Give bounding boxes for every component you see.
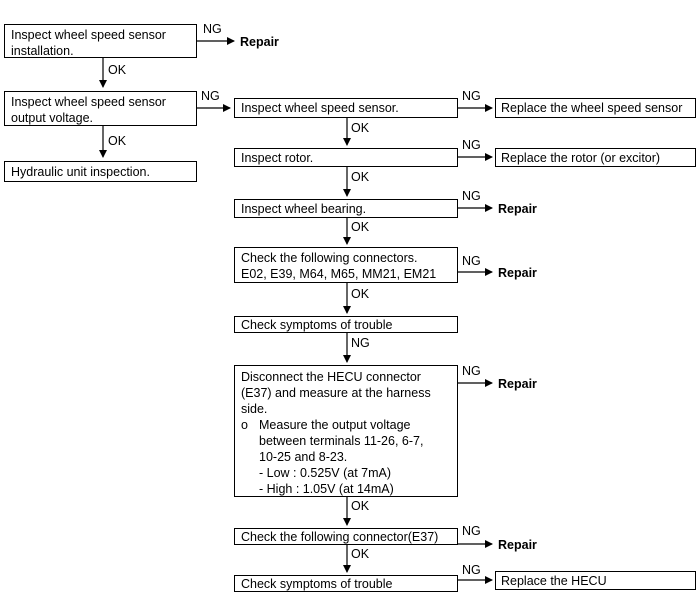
step-text: between terminals 11-26, 6-7,: [259, 434, 424, 448]
step-inspect-sensor-output-voltage: Inspect wheel speed sensor output voltag…: [4, 91, 197, 126]
ok-label: OK: [351, 499, 370, 513]
result-replace-rotor: Replace the rotor (or excitor): [495, 148, 696, 167]
step-text: E02, E39, M64, M65, MM21, EM21: [241, 267, 437, 281]
step-check-connector-e37: Check the following connector(E37): [234, 528, 458, 545]
step-text: Disconnect the HECU connector: [241, 370, 421, 384]
step-text: Check symptoms of trouble: [241, 317, 393, 332]
ng-label: NG: [462, 563, 481, 577]
result-repair: Repair: [498, 202, 537, 216]
ok-label: OK: [351, 121, 370, 135]
result-replace-hecu: Replace the HECU: [495, 571, 696, 590]
step-text: Inspect wheel bearing.: [241, 201, 367, 216]
step-text: Inspect wheel speed sensor.: [241, 101, 399, 115]
ok-label: OK: [351, 547, 370, 561]
step-text: Inspect wheel speed sensor: [11, 95, 166, 109]
step-text: Hydraulic unit inspection.: [11, 164, 150, 179]
ng-label: NG: [201, 89, 220, 103]
result-repair: Repair: [498, 538, 537, 552]
result-text: Replace the wheel speed sensor: [501, 101, 683, 115]
result-text: Replace the HECU: [501, 573, 607, 588]
ok-label: OK: [351, 170, 370, 184]
ng-label: NG: [462, 89, 481, 103]
step-inspect-sensor-installation: Inspect wheel speed sensor installation.: [4, 24, 197, 58]
step-text: - Low : 0.525V (at 7mA): [259, 466, 392, 480]
step-text: - High : 1.05V (at 14mA): [259, 482, 394, 496]
ng-label: NG: [351, 336, 370, 350]
step-text: Inspect rotor.: [241, 150, 314, 165]
step-inspect-rotor: Inspect rotor.: [234, 148, 458, 167]
step-text: Check symptoms of trouble: [241, 576, 393, 591]
bullet-mark: o: [241, 418, 248, 432]
ok-label: OK: [108, 134, 127, 148]
ng-label: NG: [203, 22, 222, 36]
ng-label: NG: [462, 189, 481, 203]
step-text: output voltage.: [11, 111, 94, 125]
ok-label: OK: [351, 220, 370, 234]
result-text: Replace the rotor (or excitor): [501, 150, 661, 165]
step-inspect-wheel-bearing: Inspect wheel bearing.: [234, 199, 458, 218]
step-text: 10-25 and 8-23.: [259, 450, 348, 464]
step-hydraulic-unit-inspection: Hydraulic unit inspection.: [4, 161, 197, 182]
step-bullet: o Measure the output voltage: [241, 417, 451, 433]
ng-label: NG: [462, 524, 481, 538]
step-text: Measure the output voltage: [259, 418, 411, 432]
step-text: Check the following connectors.: [241, 251, 418, 265]
step-check-symptoms-1: Check symptoms of trouble: [234, 316, 458, 333]
step-check-connectors: Check the following connectors. E02, E39…: [234, 247, 458, 283]
step-text: Inspect wheel speed sensor: [11, 28, 166, 42]
result-repair: Repair: [498, 377, 537, 391]
step-text: Check the following connector(E37): [241, 529, 439, 544]
ok-label: OK: [108, 63, 127, 77]
result-repair: Repair: [240, 35, 279, 49]
ng-label: NG: [462, 254, 481, 268]
step-inspect-wheel-speed-sensor: Inspect wheel speed sensor.: [234, 98, 458, 118]
result-repair: Repair: [498, 266, 537, 280]
step-text: installation.: [11, 44, 74, 58]
result-replace-wheel-speed-sensor: Replace the wheel speed sensor: [495, 98, 696, 118]
step-check-symptoms-2: Check symptoms of trouble: [234, 575, 458, 592]
step-disconnect-hecu-measure: Disconnect the HECU connector (E37) and …: [234, 365, 458, 497]
step-text: (E37) and measure at the harness: [241, 386, 431, 400]
ng-label: NG: [462, 364, 481, 378]
step-text: side.: [241, 402, 268, 416]
ok-label: OK: [351, 287, 370, 301]
ng-label: NG: [462, 138, 481, 152]
